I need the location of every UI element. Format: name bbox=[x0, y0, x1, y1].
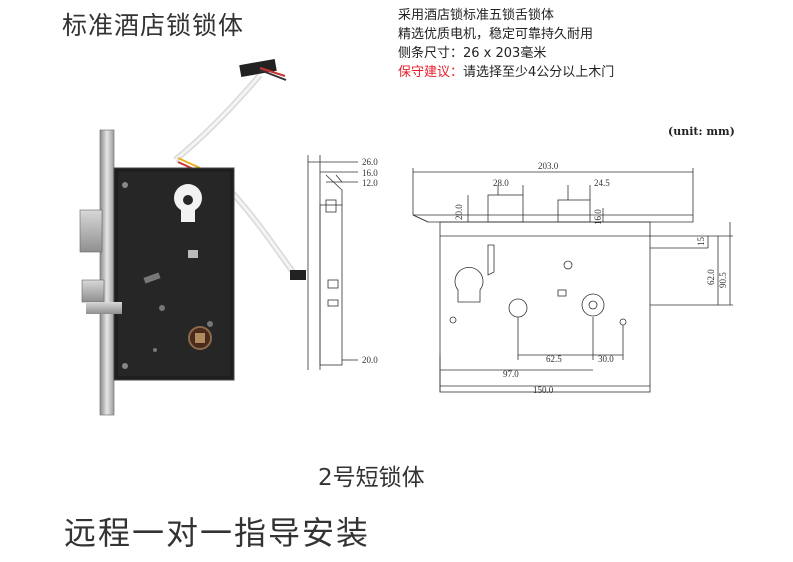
dim-90-5: 90.5 bbox=[718, 272, 728, 288]
side-dim-26: 26.0 bbox=[362, 157, 378, 167]
spec-line-3: 侧条尺寸：26 x 203毫米 bbox=[398, 46, 547, 61]
side-dim-12: 12.0 bbox=[362, 178, 378, 188]
dim-16: 16.0 bbox=[593, 209, 603, 225]
side-dim-16: 16.0 bbox=[362, 168, 378, 178]
product-caption: 2号短锁体 bbox=[318, 465, 425, 491]
dim-62: 62.0 bbox=[706, 269, 716, 285]
dim-62-5: 62.5 bbox=[546, 354, 562, 364]
dim-97: 97.0 bbox=[503, 369, 519, 379]
unit-label: (unit: mm) bbox=[668, 125, 735, 138]
lock-body-photo bbox=[79, 58, 306, 416]
page-title: 标准酒店锁锁体 bbox=[62, 11, 245, 40]
spec-line-2: 精选优质电机，稳定可靠持久耐用 bbox=[398, 27, 594, 42]
dim-28: 28.0 bbox=[493, 178, 509, 188]
dim-150: 150.0 bbox=[533, 385, 554, 395]
dim-20: 20.0 bbox=[454, 204, 464, 220]
side-view-drawing: 26.0 16.0 12.0 20.0 bbox=[307, 155, 378, 370]
dim-24-5: 24.5 bbox=[594, 178, 610, 188]
warning-text: 请选择至少4公分以上木门 bbox=[463, 65, 615, 80]
front-view-drawing: 203.0 28.0 24.5 20.0 16.0 15 62.0 90.5 6… bbox=[412, 161, 733, 395]
side-dim-20: 20.0 bbox=[362, 355, 378, 365]
footer-text: 远程一对一指导安装 bbox=[64, 514, 371, 552]
spec-line-1: 采用酒店锁标准五锁舌锁体 bbox=[398, 8, 555, 23]
dim-15: 15 bbox=[696, 237, 706, 247]
warning-label: 保守建议： bbox=[398, 65, 464, 80]
dim-30: 30.0 bbox=[598, 354, 614, 364]
spec-line-4: 保守建议：请选择至少4公分以上木门 bbox=[398, 65, 614, 81]
dim-203: 203.0 bbox=[538, 161, 559, 171]
